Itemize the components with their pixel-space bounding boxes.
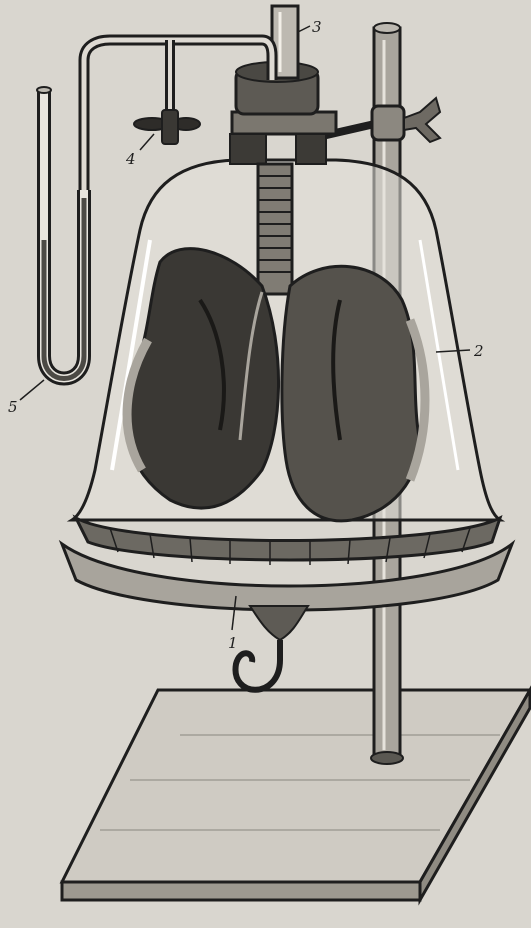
label-stopper-tube: 3 xyxy=(312,18,322,36)
label-manometer: 5 xyxy=(8,398,18,416)
label-bell-jar: 2 xyxy=(473,342,484,360)
label-clamp: 4 xyxy=(125,150,136,168)
trachea xyxy=(258,164,292,294)
label-funnel-base: 1 xyxy=(228,634,238,652)
